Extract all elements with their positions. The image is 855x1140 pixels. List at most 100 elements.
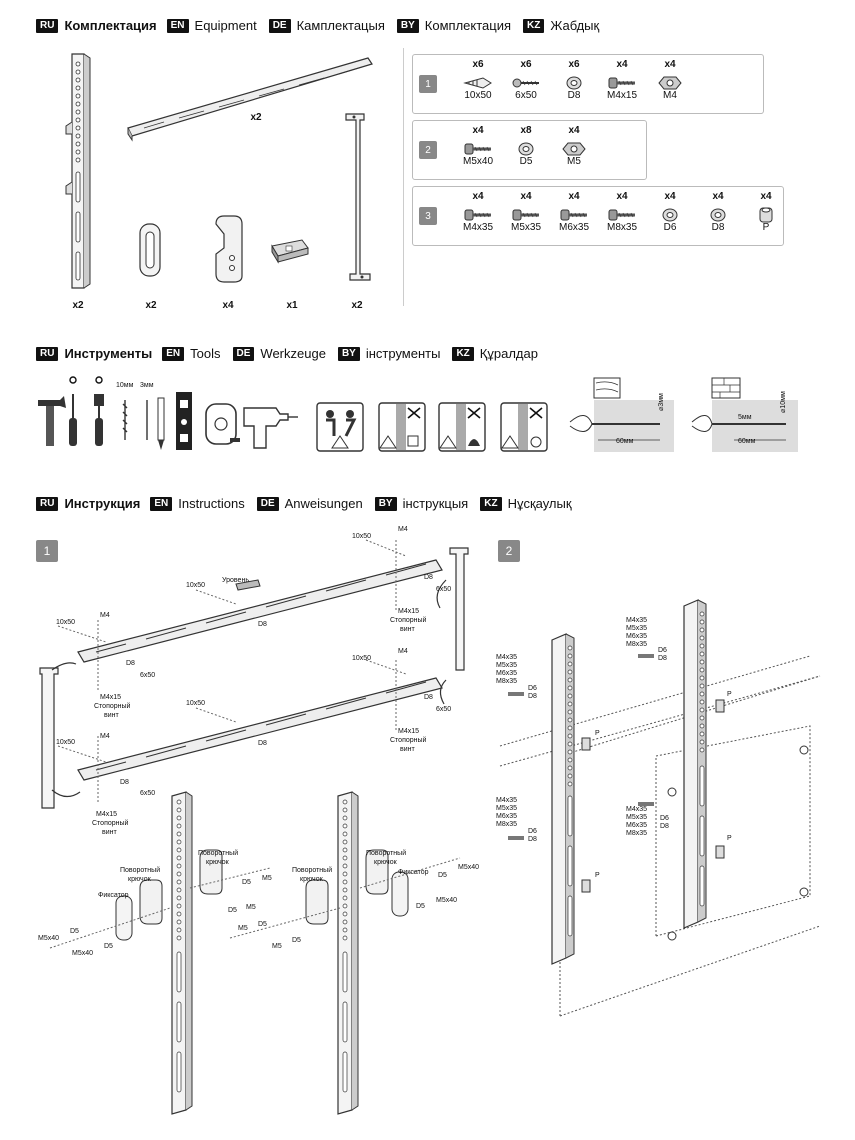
s1-hook-label-b2: крючок [206,859,229,866]
kit-item-qty: x4 [712,191,724,202]
nut-icon [562,142,586,156]
side-bracket-drawing [345,113,371,281]
washer-icon [566,76,582,90]
header-text-de: Werkzeuge [260,346,326,361]
header-text-kz: Нұсқаулық [507,496,572,511]
kit-item-name: D8 [567,90,581,101]
vertical-bracket-qty: x2 [72,300,84,311]
step2-bolt-size: M4x35 [626,617,648,624]
lang-tag-kz: KZ [480,496,502,511]
s1-bolt-label-4: M4x15 [96,811,118,818]
s1-level-label: Уровень [222,577,249,584]
s2-d8-1: D8 [528,693,537,700]
lock-plate-drawing [139,223,161,277]
wood-drill-diagram [569,377,674,452]
s1-anchor-label-6: 10x50 [352,655,372,662]
kit-item-name: M6x35 [558,222,589,233]
brick-hole-label: ⌀10мм [779,391,787,413]
s1-m5-c2: M5 [272,943,282,950]
step2-bolt-size: M6x35 [626,633,648,640]
step1-vertical-brackets-drawing [49,791,461,1115]
header-text-kz: Жабдық [550,18,600,33]
s2-d6-4: D6 [660,815,669,822]
kit-item-qty: x6 [568,59,580,70]
s1-fixator-label-a: Фиксатор [98,892,129,899]
kit-item-name: M5x35 [510,222,541,233]
header-text-by: Комплектация [424,18,512,33]
kit-item-name: 6x50 [515,90,537,101]
horizontal-rail-drawing [127,57,373,142]
bolt-icon [464,143,491,155]
lang-tag-kz: KZ [452,346,474,361]
s1-washer-label-6: D8 [424,694,433,701]
header-text-de: Камплектацыя [296,18,385,33]
kit-item-qty: x4 [520,191,532,202]
s1-d5-a1: D5 [70,928,79,935]
s1-stop-6a: Стопорный [390,737,427,744]
s2-d8-2: D8 [658,655,667,662]
s1-stop-4b: винт [102,829,117,836]
s1-fixator-label-d: Фиксатор [398,869,429,876]
kit-item-name: P [762,222,770,233]
header-text-en: Tools [190,346,221,361]
header-text-en: Equipment [194,18,257,33]
drill-icon [243,407,298,449]
lang-tag-by: BY [337,346,360,361]
s2-d6-2: D6 [658,647,667,654]
lang-tag-en: EN [162,346,185,361]
s1-d5-b2: D5 [228,907,237,914]
lang-tag-by: BY [374,496,397,511]
anchor-icon [463,77,492,89]
bolt-icon [512,209,539,221]
kit-item-name: M4x15 [606,90,637,101]
s1-anchor-label-1: 10x50 [56,619,76,626]
s1-stop-1b: винт [104,712,119,719]
s1-stop-3a: Стопорный [390,617,427,624]
nut-icon [658,76,682,90]
wood-hole-label: ⌀3мм [657,393,665,411]
kit-item-qty: x4 [472,125,484,136]
washer-icon [518,142,534,156]
header-text-kz: Құралдар [479,346,538,361]
s1-nut-label-1: M4 [100,612,110,619]
header-text-ru: Инструкция [64,496,141,511]
washer-icon [710,208,726,222]
s1-washer-label-3: D8 [424,574,433,581]
s1-hook-label-d2: крючок [374,859,397,866]
s1-anchor-label-5: 10x50 [186,700,206,707]
step2-bolt-size: M6x35 [496,813,518,820]
step1-rails-drawing [39,539,469,809]
s1-m5-c1: M5 [238,925,248,932]
step2-bolt-size: M8x35 [626,641,648,648]
warning-drill-water-icon [438,402,486,452]
s1-bolt-m5-d2: M5x40 [436,897,458,904]
lang-tag-de: DE [256,496,279,511]
s2-spacer-1: P [595,730,600,737]
drill-bit-small-icon [146,400,148,440]
level-qty: x1 [286,300,298,311]
step2-bolt-size: M5x35 [626,814,648,821]
pencil-icon [157,397,165,450]
step2-bolt-size: M5x35 [496,805,518,812]
s1-stop-1a: Стопорный [94,703,131,710]
kit-item-name: M4 [663,90,677,101]
s1-hook-label-a1: Поворотный [120,867,161,874]
s1-d5-b1: D5 [242,879,251,886]
kit-item-name: D6 [663,222,677,233]
